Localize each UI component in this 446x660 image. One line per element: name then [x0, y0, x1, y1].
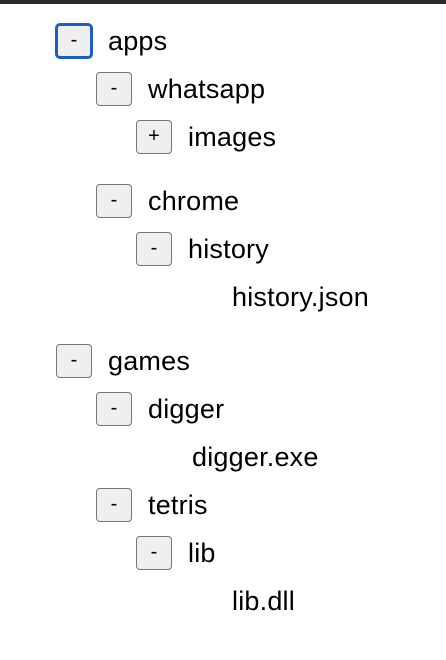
tree-node-chrome: - chrome	[96, 183, 239, 219]
tree-node-apps: - apps	[56, 23, 167, 59]
folder-label-images[interactable]: images	[188, 121, 277, 152]
collapse-toggle-games[interactable]: -	[56, 344, 92, 378]
tree-file-digger-exe: digger.exe	[192, 439, 319, 475]
collapse-toggle-history[interactable]: -	[136, 232, 172, 266]
tree-file-history-json: history.json	[232, 279, 369, 315]
folder-label-tetris[interactable]: tetris	[148, 489, 208, 520]
file-label-history-json[interactable]: history.json	[232, 281, 369, 312]
folder-label-whatsapp[interactable]: whatsapp	[148, 73, 266, 104]
tree-node-history: - history	[136, 231, 269, 267]
window-top-border	[0, 0, 446, 4]
tree-node-lib: - lib	[136, 535, 216, 571]
folder-label-history[interactable]: history	[188, 233, 269, 264]
tree-node-digger: - digger	[96, 391, 224, 427]
folder-label-apps[interactable]: apps	[108, 25, 168, 56]
tree-node-whatsapp: - whatsapp	[96, 71, 265, 107]
folder-label-lib[interactable]: lib	[188, 537, 216, 568]
collapse-toggle-tetris[interactable]: -	[96, 488, 132, 522]
collapse-toggle-lib[interactable]: -	[136, 536, 172, 570]
tree-node-tetris: - tetris	[96, 487, 208, 523]
expand-toggle-images[interactable]: +	[136, 120, 172, 154]
folder-label-chrome[interactable]: chrome	[148, 185, 240, 216]
collapse-toggle-chrome[interactable]: -	[96, 184, 132, 218]
tree-node-games: - games	[56, 343, 190, 379]
file-label-digger-exe[interactable]: digger.exe	[192, 441, 319, 472]
collapse-toggle-digger[interactable]: -	[96, 392, 132, 426]
collapse-toggle-whatsapp[interactable]: -	[96, 72, 132, 106]
collapse-toggle-apps[interactable]: -	[56, 24, 92, 58]
file-label-lib-dll[interactable]: lib.dll	[232, 585, 295, 616]
tree-file-lib-dll: lib.dll	[232, 583, 295, 619]
folder-label-digger[interactable]: digger	[148, 393, 225, 424]
tree-node-images: + images	[136, 119, 276, 155]
folder-label-games[interactable]: games	[108, 345, 191, 376]
